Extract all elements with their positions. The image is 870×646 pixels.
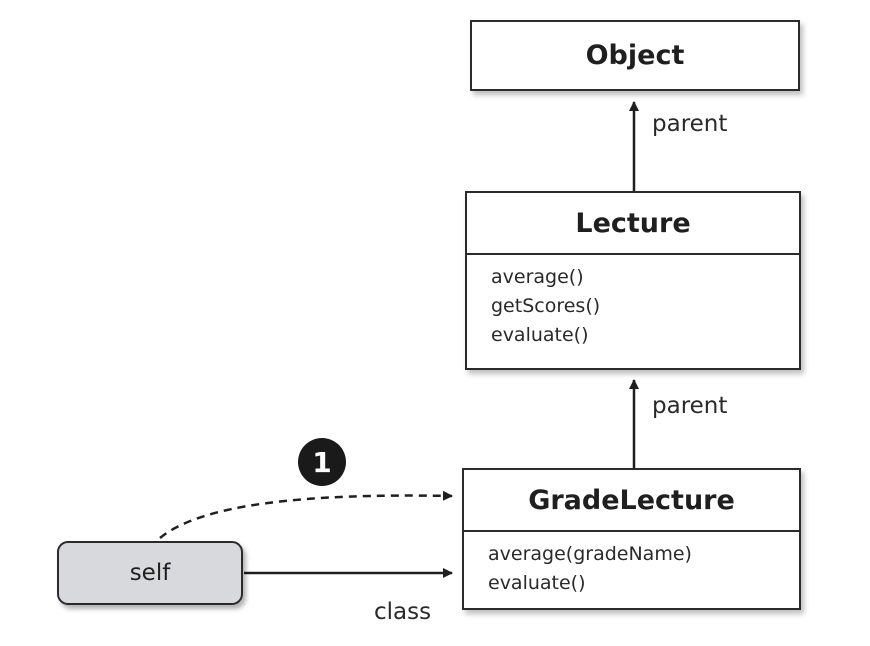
step-number-badge: 1 [298, 438, 346, 486]
parent-label: parent [652, 111, 728, 137]
self-node: self [57, 541, 243, 605]
class-label: class [374, 599, 432, 625]
object-class-name: Object [585, 40, 685, 71]
lecture-methods: average() getScores() evaluate() [467, 253, 799, 350]
grade-lecture-class-box: GradeLecture average(gradeName) evaluate… [462, 468, 801, 610]
grade-lecture-method: evaluate() [488, 572, 586, 594]
step-dashed-arrow [159, 490, 453, 539]
lecture-method: evaluate() [491, 324, 589, 346]
lecture-method: average() [491, 266, 584, 288]
grade-lecture-class-name: GradeLecture [528, 484, 735, 516]
lecture-method: getScores() [491, 295, 601, 317]
grade-lecture-method: average(gradeName) [488, 543, 692, 565]
parent-label: parent [652, 393, 728, 419]
grade-lecture-methods: average(gradeName) evaluate() [464, 530, 799, 598]
lecture-class-box: Lecture average() getScores() evaluate() [465, 191, 801, 370]
lecture-class-name: Lecture [575, 207, 691, 239]
object-class-box: Object [470, 20, 800, 91]
